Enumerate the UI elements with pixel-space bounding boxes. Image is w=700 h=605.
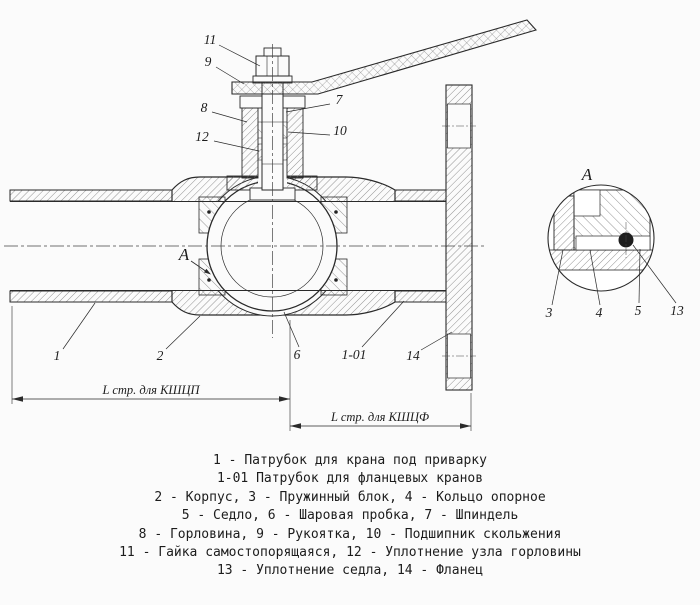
view-a-marker: A [178,245,211,275]
legend-line-5: 8 - Горловина, 9 - Рукоятка, 10 - Подшип… [138,526,562,542]
detail-support-ring [575,235,651,251]
leader-line [213,140,260,152]
dim-arrow [290,423,301,429]
callout-13-label: 13 [670,303,684,318]
detail-a-title: A [581,165,593,184]
neck-seal [257,143,263,161]
callout-3-label: 3 [545,305,553,320]
callout-14-label: 14 [406,348,420,363]
bore-lines [10,201,446,291]
flange [442,84,476,391]
dimension-kshcf: L стр. для КШЦФ [290,393,472,431]
detail-contents [548,189,654,271]
callout-2-label: 2 [157,348,164,363]
callout-12-label: 12 [195,129,209,144]
callouts-upper [211,44,331,152]
leader-line [211,111,248,123]
leader-line [551,249,564,306]
detail-view-a: A 3 4 5 13 [545,165,684,320]
view-a-label: A [178,245,190,264]
seat-seal-dots [207,210,338,282]
leader-line [165,315,201,350]
leader-line [62,302,96,350]
bearing [282,121,288,139]
dim-arrow [12,396,23,402]
dim-kshcp-text: L стр. для КШЦП [101,383,200,397]
callout-10-label: 10 [333,123,347,138]
legend-line-3: 2 - Корпус, 3 - Пружинный блок, 4 - Коль… [154,489,546,505]
dim-arrow [460,423,471,429]
legend-line-6: 11 - Гайка самостопорящаяся, 12 - Уплотн… [119,545,581,561]
ball-plug [206,180,338,312]
legend-line-1: 1 - Патрубок для крана под приварку [213,453,487,468]
callout-8-label: 8 [201,100,208,115]
detail-spring-block [553,195,575,251]
ball-valve-assembly-drawing: 11 9 8 12 7 10 A 1 2 6 1-01 14 L стр. дл… [4,19,684,431]
leader-line [638,248,641,304]
arrowhead [204,268,211,275]
parts-legend: 1 - Патрубок для крана под приварку 1-01… [0,452,700,581]
leader-line [589,249,601,306]
leader-line [283,311,300,348]
dimension-kshcp: L стр. для КШЦП [11,306,291,431]
callout-1-label: 1 [54,348,61,363]
callout-9-label: 9 [205,54,212,69]
leader-line [218,44,261,67]
leader-line [632,244,677,304]
legend-line-4: 5 - Седло, 6 - Шаровая пробка, 7 - Шпинд… [181,508,519,524]
legend-line-2: 1-01 Патрубок для фланцевых кранов [216,471,484,487]
leader-line [420,331,453,351]
callout-101-label: 1-01 [342,347,367,362]
dim-arrow [279,396,290,402]
callout-4-label: 4 [596,305,603,320]
leader-line [285,103,331,113]
legend-line-7: 13 - Уплотнение седла, 14 - Фланец [216,563,484,579]
leader-line [215,66,245,85]
dim-kshcf-text: L стр. для КШЦФ [330,410,429,424]
neck-seal [282,143,288,161]
callout-11-label: 11 [204,32,217,47]
callout-6-label: 6 [294,347,301,362]
detail-circle-outline [547,184,655,292]
leader-line [361,300,405,348]
center-lines [4,44,486,338]
callouts-lower [62,300,453,351]
detail-pipe-wall [548,249,654,271]
callout-5-label: 5 [635,303,642,318]
handle [231,19,537,95]
callout-7-label: 7 [336,92,344,107]
bearing [257,121,263,139]
leader-line [287,131,331,136]
